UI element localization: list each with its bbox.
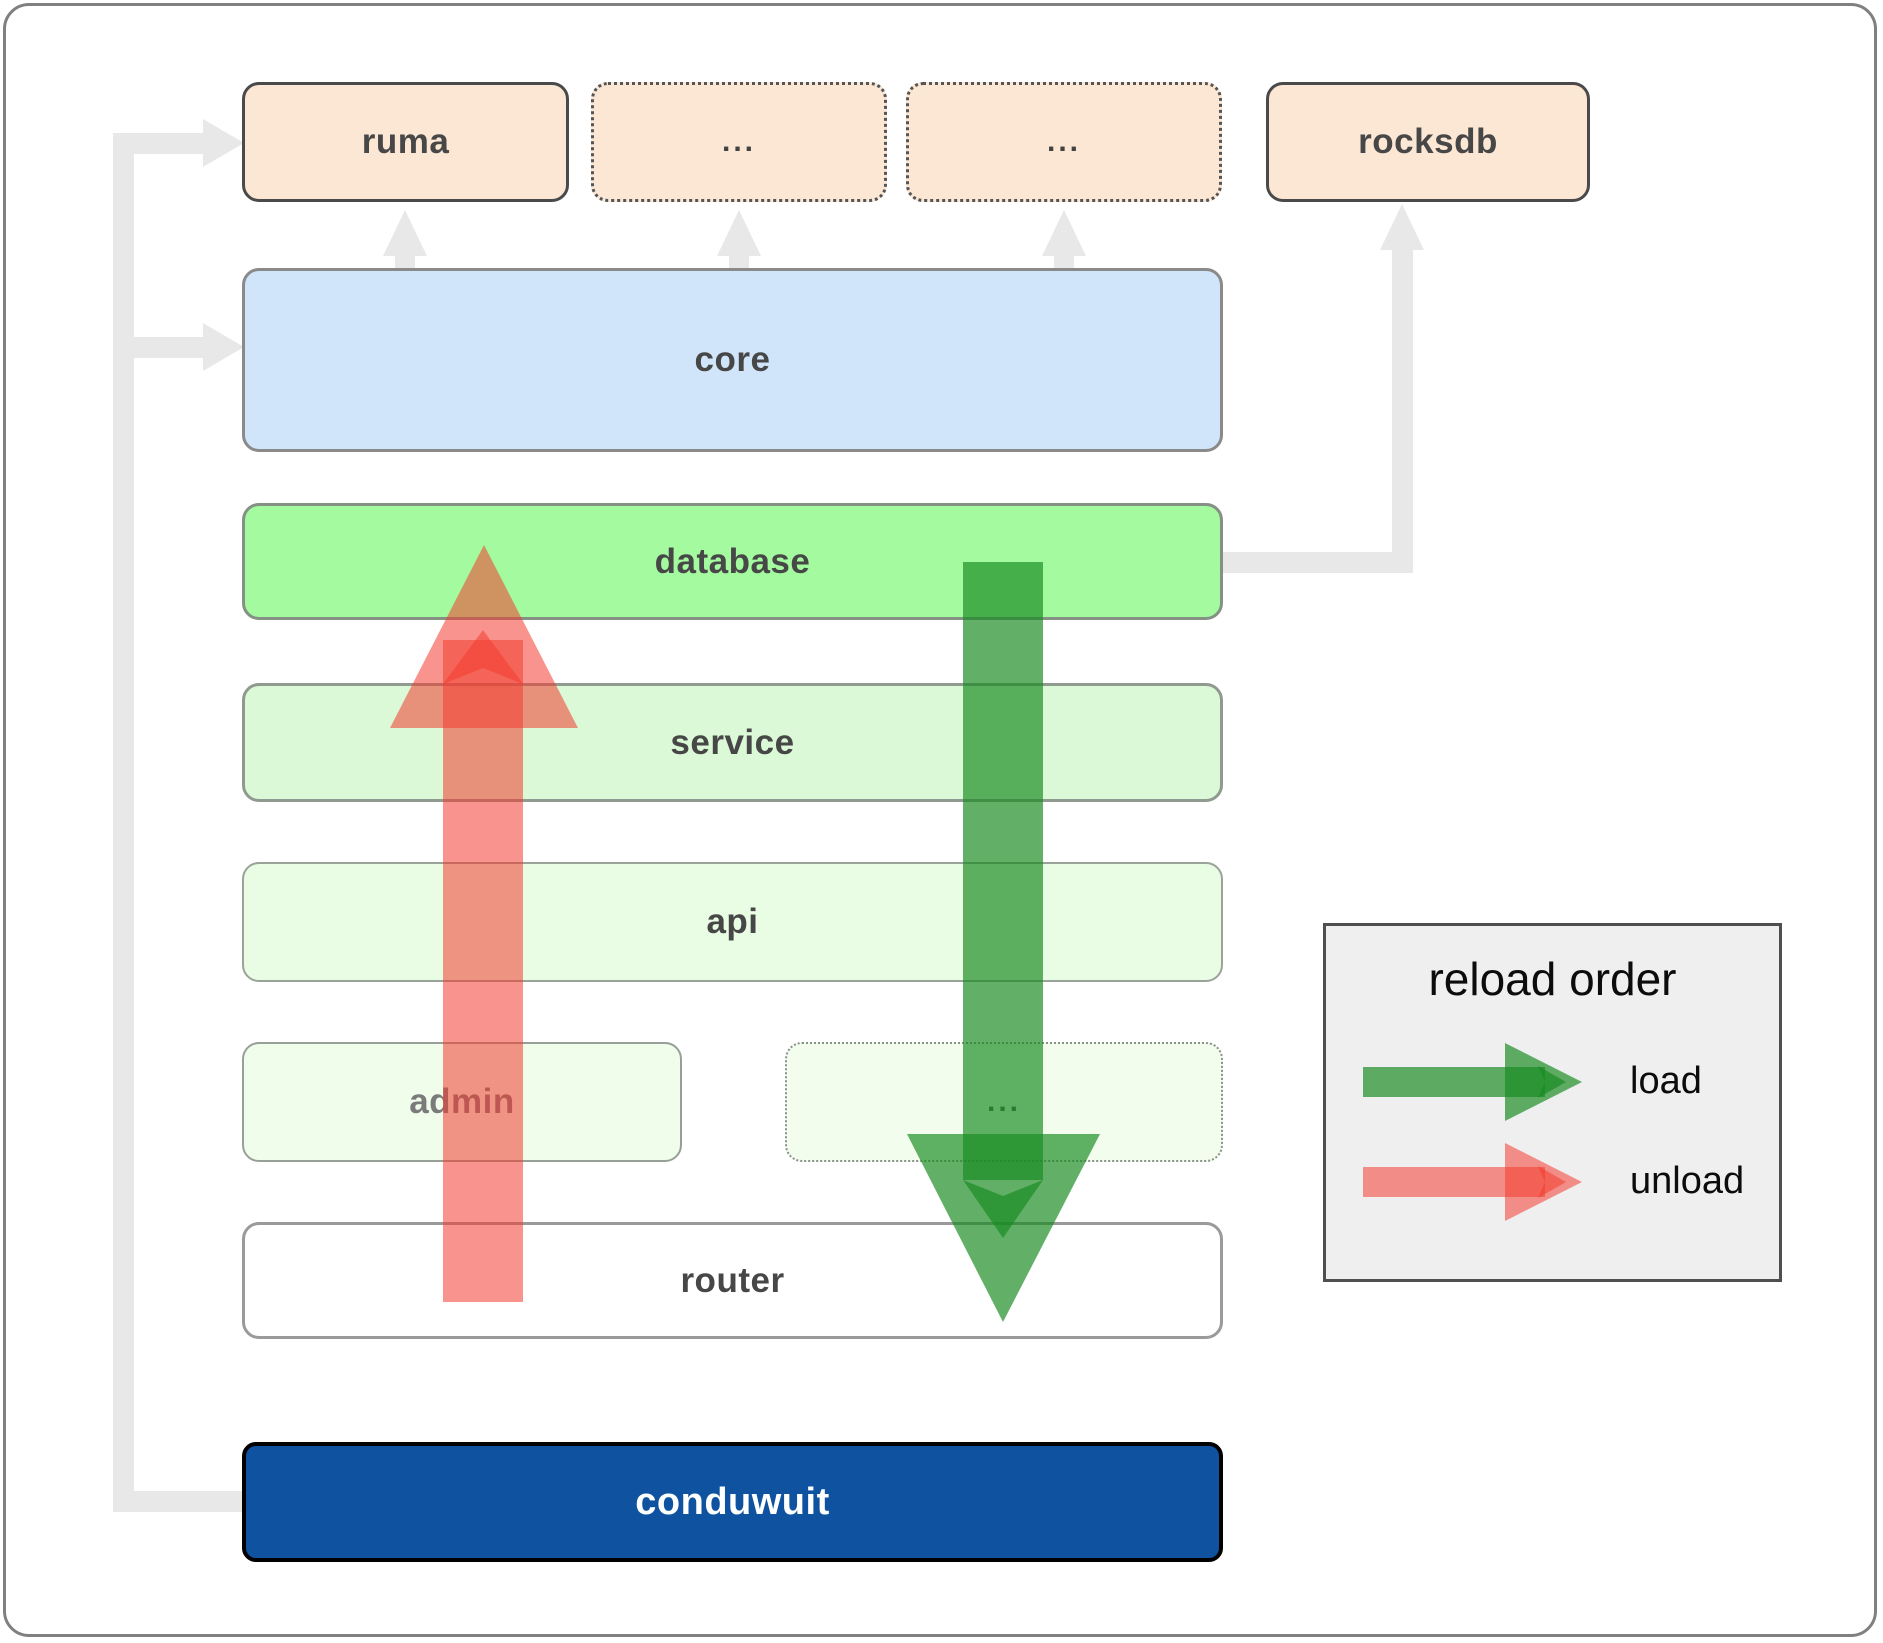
outer-frame: [3, 3, 1877, 1637]
box-admin-label: admin: [409, 1082, 515, 1121]
box-ruma: ruma: [242, 82, 569, 202]
box-ruma-label: ruma: [361, 122, 450, 161]
box-rocksdb-label: rocksdb: [1358, 122, 1498, 161]
box-database-label: database: [654, 541, 811, 581]
box-conduwuit-label: conduwuit: [635, 1480, 830, 1523]
box-admin-ellipsis-label: ...: [986, 1085, 1021, 1118]
box-service: service: [242, 683, 1223, 802]
box-router: router: [242, 1222, 1223, 1339]
legend-label-unload: unload: [1630, 1160, 1745, 1202]
box-database: database: [242, 503, 1223, 620]
box-ellipsis-a: ...: [591, 82, 887, 202]
legend-reload-order: reload order load unload: [1323, 923, 1782, 1282]
box-ellipsis-b-label: ...: [1046, 125, 1081, 158]
box-ellipsis-b: ...: [906, 82, 1222, 202]
box-service-label: service: [670, 722, 795, 762]
box-api: api: [242, 862, 1223, 982]
box-core: core: [242, 268, 1223, 452]
box-admin-ellipsis: ...: [785, 1042, 1223, 1162]
box-core-label: core: [694, 340, 771, 379]
box-ellipsis-a-label: ...: [721, 125, 756, 158]
box-rocksdb: rocksdb: [1266, 82, 1590, 202]
box-router-label: router: [680, 1260, 785, 1300]
box-conduwuit: conduwuit: [242, 1442, 1223, 1562]
legend-label-load: load: [1630, 1060, 1702, 1102]
box-api-label: api: [706, 902, 759, 941]
box-admin: admin: [242, 1042, 682, 1162]
legend-title: reload order: [1428, 953, 1677, 1005]
